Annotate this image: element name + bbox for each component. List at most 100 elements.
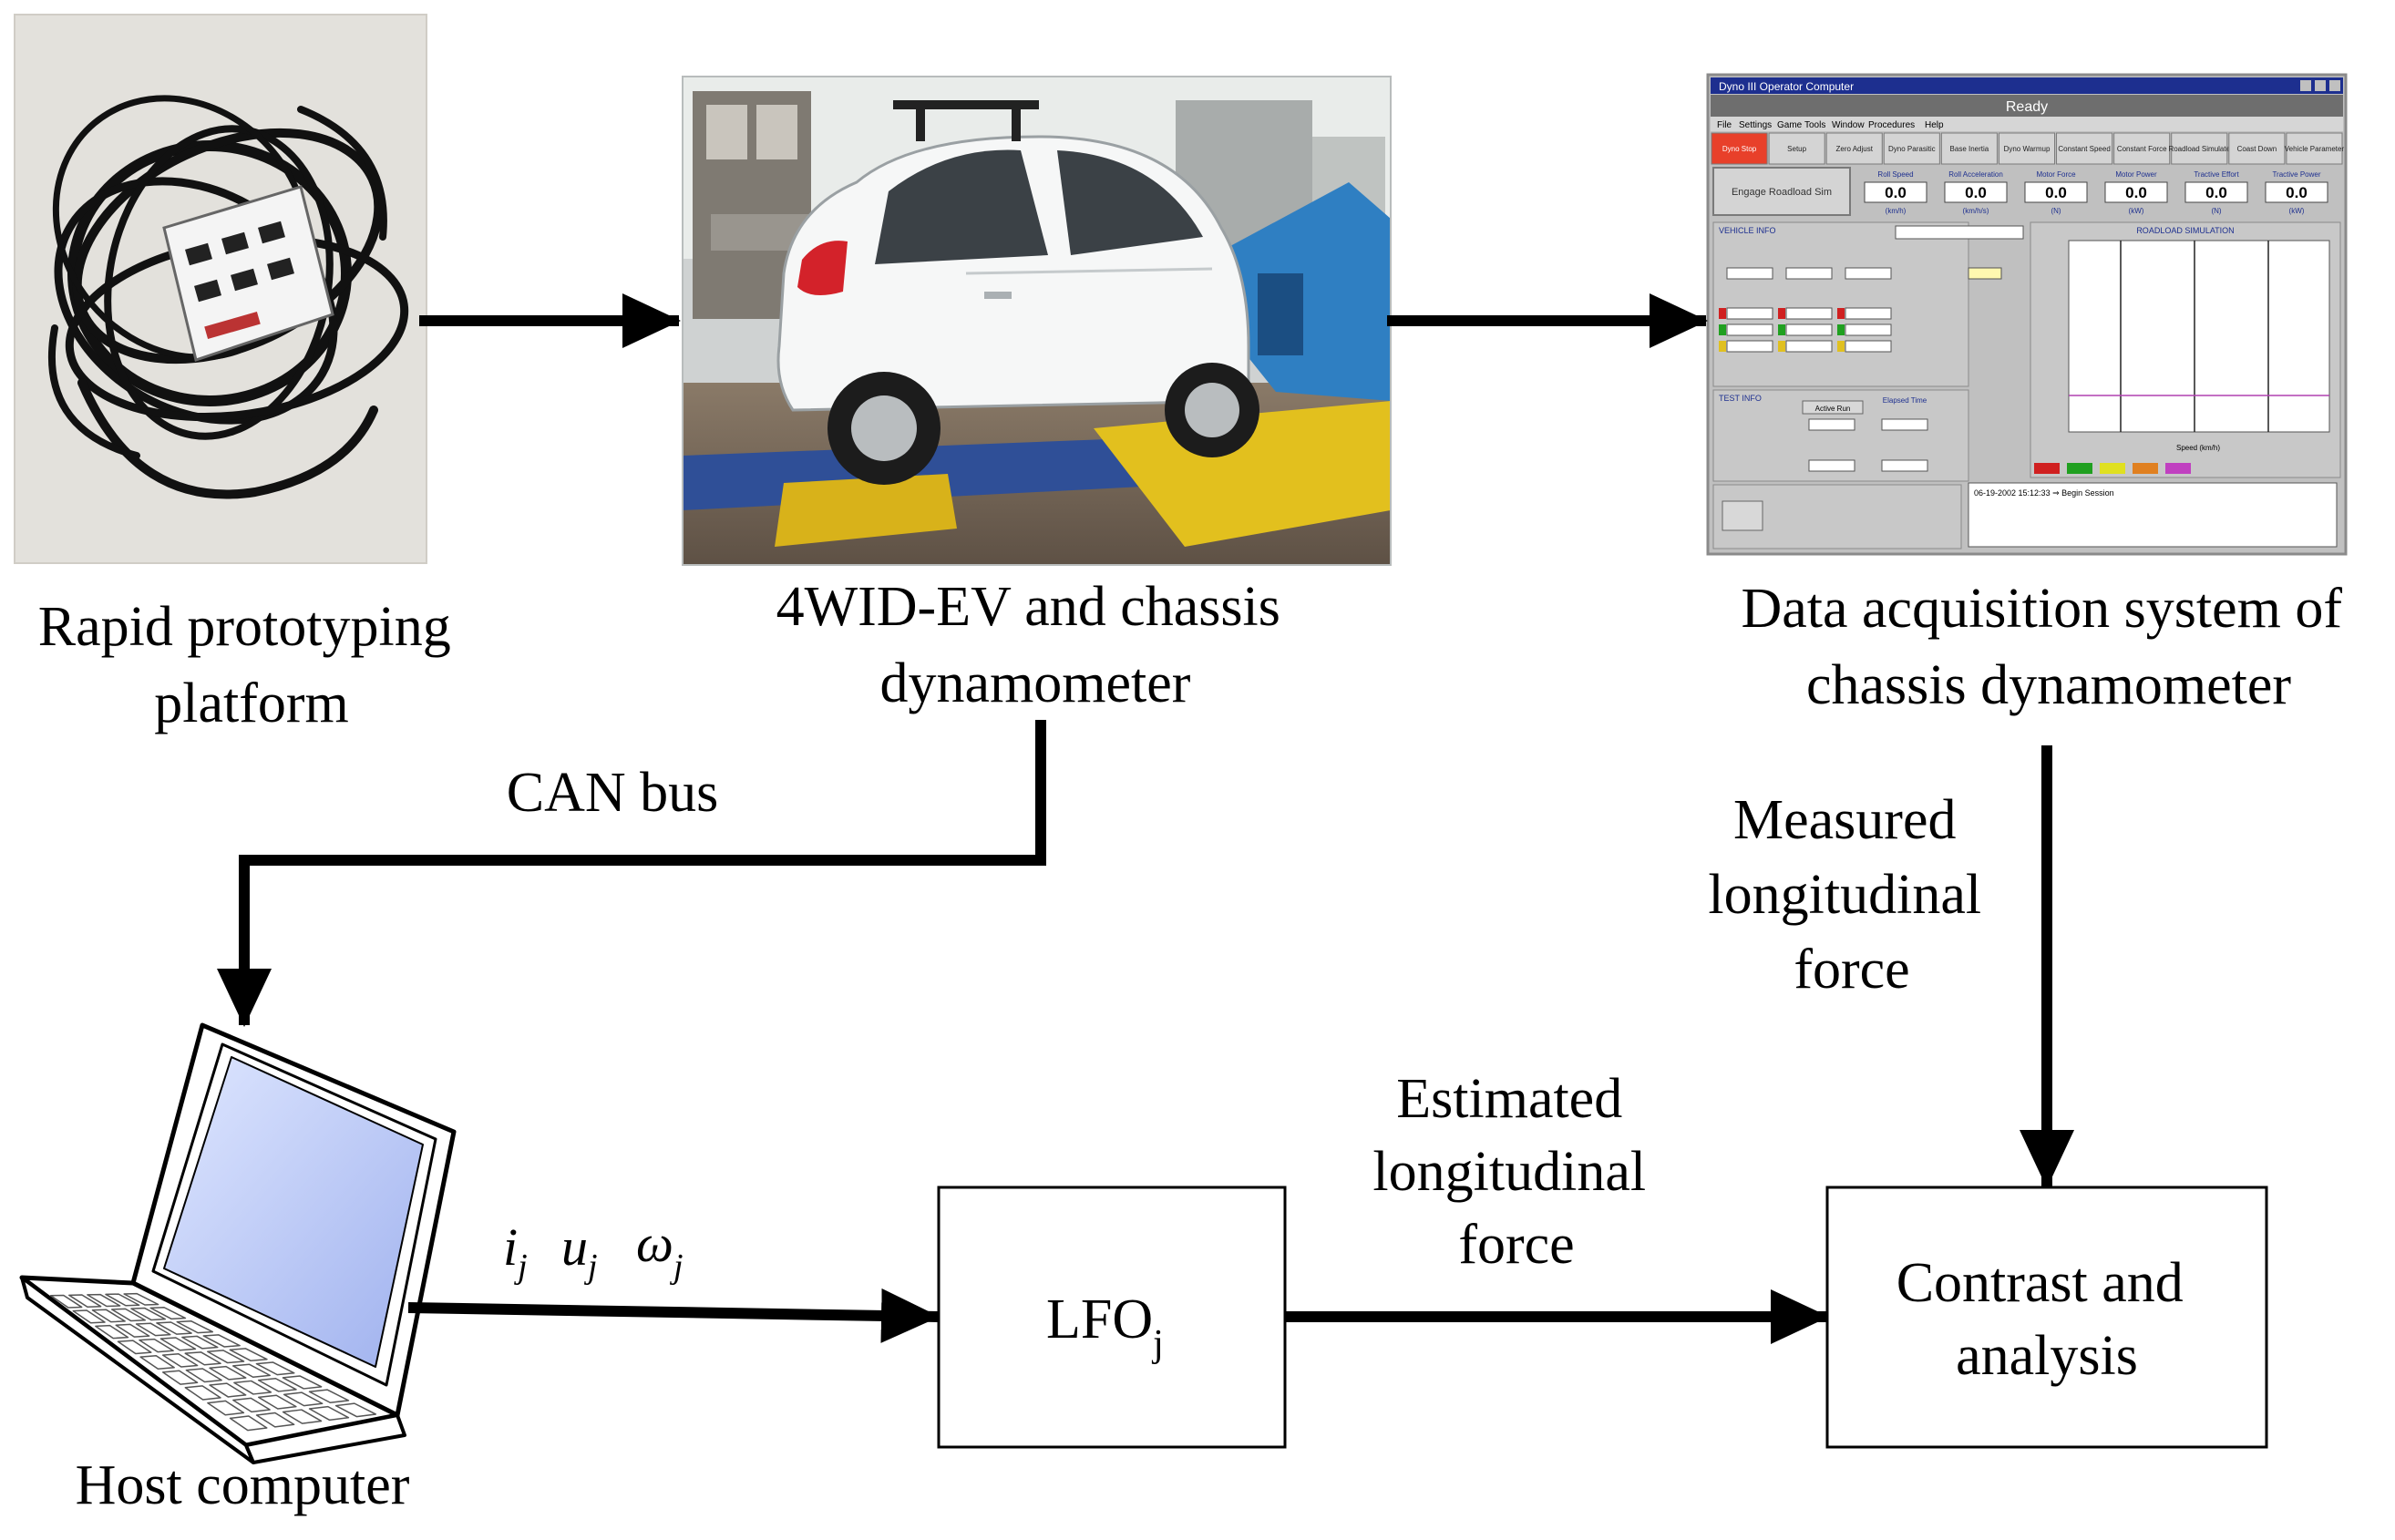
daq-readout-label: Motor Force xyxy=(2036,170,2076,179)
key-icon xyxy=(110,1308,146,1322)
daq-menu-settings[interactable]: Settings xyxy=(1739,120,1772,130)
daq-readout-label: Roll Speed xyxy=(1877,170,1913,179)
lfo-label-sub: j xyxy=(1151,1323,1164,1365)
daq-engage-button[interactable]: Engage Roadload Sim xyxy=(1732,187,1832,198)
measured-force-label-line1: Measured xyxy=(1733,789,1956,851)
daq-toolbar-button[interactable]: Dyno Warmup xyxy=(1998,132,2056,165)
estimated-force-label: Estimated longitudinal force xyxy=(1372,1068,1660,1276)
key-icon xyxy=(91,1309,126,1323)
daq-readout-unit: (km/h) xyxy=(1886,207,1907,215)
daq-readout-label: Tractive Effort xyxy=(2194,170,2239,179)
daq-menu-file[interactable]: File xyxy=(1717,120,1732,130)
daq-menu-window[interactable]: Window xyxy=(1832,120,1865,130)
key-icon xyxy=(202,1334,241,1348)
key-icon xyxy=(159,1337,197,1351)
key-icon xyxy=(49,1294,83,1309)
daq-toolbar-label: Vehicle Parameter xyxy=(2285,145,2345,153)
daq-toolbar-button[interactable]: Setup xyxy=(1768,132,1825,165)
daq-toolbar-button[interactable]: Dyno Stop xyxy=(1711,132,1768,165)
daq-speed-axis-label: Speed (km/h) xyxy=(2176,444,2220,452)
host-computer-label: Host computer xyxy=(76,1454,410,1516)
daq-menu-procedures[interactable]: Procedures xyxy=(1868,120,1915,130)
key-icon xyxy=(149,1306,187,1320)
daq-toolbar-label: Base Inertia xyxy=(1950,145,1989,153)
daq-roadload-label: ROADLOAD SIMULATION xyxy=(2136,226,2234,235)
contrast-analysis-label: Contrast and analysis xyxy=(1896,1252,2198,1387)
lfo-box xyxy=(937,1186,1287,1449)
rapid-platform-label: Rapid prototyping platform xyxy=(38,596,465,734)
key-icon xyxy=(184,1351,221,1366)
daq-menu-tools[interactable]: Tools xyxy=(1804,120,1825,130)
daq-log-line: 06-19-2002 15:12:33 ⇒ Begin Session xyxy=(1974,488,2114,498)
key-icon xyxy=(72,1309,106,1324)
controller-box-icon xyxy=(162,185,334,362)
estimated-force-label-line1: Estimated xyxy=(1396,1068,1622,1130)
daq-vehicle-info-label: VEHICLE INFO xyxy=(1719,226,1776,235)
rapid-prototyping-photo xyxy=(14,14,427,564)
key-icon xyxy=(117,1340,152,1355)
daq-readout-value: 0.0 xyxy=(1885,184,1907,201)
key-icon xyxy=(135,1322,171,1337)
key-icon xyxy=(87,1293,121,1308)
key-icon xyxy=(255,1361,295,1376)
daq-toolbar-button[interactable]: Coast Down xyxy=(2228,132,2286,165)
key-icon xyxy=(229,1415,268,1432)
daq-readout-unit: (N) xyxy=(2051,207,2061,215)
daq-menu-game[interactable]: Game xyxy=(1777,120,1803,130)
daq-status-text: Ready xyxy=(2006,99,2048,115)
daq-readout-unit: (kW) xyxy=(2129,207,2144,215)
key-icon xyxy=(68,1294,102,1308)
key-icon xyxy=(95,1324,129,1340)
daq-menu-help[interactable]: Help xyxy=(1925,120,1944,130)
key-icon xyxy=(181,1335,219,1350)
daq-toolbar-label: Coast Down xyxy=(2237,145,2277,153)
lfo-label: LFOj xyxy=(1046,1288,1164,1365)
key-icon xyxy=(231,1363,271,1378)
laptop-icon xyxy=(19,1022,457,1464)
daq-color-keys xyxy=(1719,308,1845,352)
daq-active-run-button[interactable]: Active Run xyxy=(1815,405,1851,413)
keyboard-icon xyxy=(49,1292,377,1432)
key-icon xyxy=(255,1412,295,1428)
contrast-analysis-label-line2: analysis xyxy=(1956,1325,2138,1387)
daq-readout-label: Roll Acceleration xyxy=(1948,170,2003,179)
daq-toolbar-button[interactable]: Vehicle Parameter xyxy=(2285,132,2345,165)
daq-toolbar-button[interactable]: Constant Force xyxy=(2113,132,2171,165)
key-icon xyxy=(156,1321,192,1335)
arrow-host-to-lfo xyxy=(407,1288,940,1343)
key-icon xyxy=(282,1409,323,1424)
key-icon xyxy=(130,1307,167,1321)
daq-system-label: Data acquisition system of chassis dynam… xyxy=(1742,578,2357,716)
key-icon xyxy=(207,1350,245,1364)
daq-toolbar-button[interactable]: Constant Speed xyxy=(2056,132,2113,165)
daq-legend-chips xyxy=(2034,463,2191,474)
key-icon xyxy=(308,1405,350,1422)
vehicle-dynamometer-label-line2: dynamometer xyxy=(880,652,1191,714)
daq-window-title: Dyno III Operator Computer xyxy=(1719,80,1854,93)
daq-software-screenshot: Dyno III Operator Computer Ready File Se… xyxy=(1706,73,2348,556)
daq-readout-value: 0.0 xyxy=(2286,184,2308,201)
measured-force-label: Measured longitudinal force xyxy=(1708,789,1995,1001)
key-icon xyxy=(207,1400,245,1416)
daq-toolbar-button[interactable]: Roadload Simulate xyxy=(2168,132,2231,165)
daq-toolbar-button[interactable]: Base Inertia xyxy=(1940,132,1998,165)
key-icon xyxy=(308,1389,350,1404)
vehicle-dynamometer-label: 4WID-EV and chassis dynamometer xyxy=(776,576,1295,714)
daq-readout-unit: (km/h/s) xyxy=(1963,207,1989,215)
key-icon xyxy=(161,1370,199,1385)
daq-toolbar-label: Constant Speed xyxy=(2058,145,2110,153)
key-icon xyxy=(229,1348,268,1362)
key-icon xyxy=(123,1292,159,1306)
daq-toolbar-label: Dyno Parasitic xyxy=(1888,145,1936,153)
daq-toolbar-button[interactable]: Dyno Parasitic xyxy=(1883,132,1940,165)
key-icon xyxy=(257,1394,297,1410)
daq-toolbar-label: Constant Force xyxy=(2117,145,2167,153)
daq-toolbar-button[interactable]: Zero Adjust xyxy=(1825,132,1883,165)
arrows xyxy=(217,293,2074,1344)
daq-readout-value: 0.0 xyxy=(2045,184,2067,201)
key-icon xyxy=(185,1368,222,1383)
